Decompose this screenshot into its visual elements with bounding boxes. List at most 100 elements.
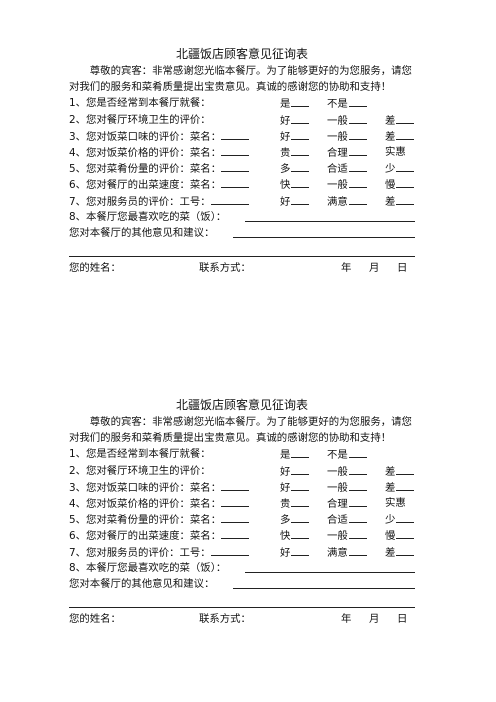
option-2[interactable]: 一般 [327, 128, 367, 145]
answer-blank[interactable] [291, 527, 310, 540]
dish-name-blank[interactable] [221, 479, 250, 491]
option-3[interactable]: 实惠 [385, 145, 406, 158]
favorite-dish-input[interactable] [245, 209, 415, 222]
answer-blank[interactable] [291, 95, 310, 108]
answer-blank[interactable] [396, 128, 415, 140]
answer-blank[interactable] [291, 144, 310, 156]
option-1[interactable]: 好 [280, 544, 310, 561]
form-intro: 尊敬的宾客：非常感谢您光临本餐厅。为了能够更好的为您服务，请您对我们的服务和菜肴… [69, 65, 412, 94]
answer-blank[interactable] [348, 511, 367, 524]
option-3[interactable]: 差 [385, 479, 415, 496]
option-2[interactable]: 满意 [327, 193, 367, 210]
answer-blank[interactable] [396, 193, 415, 205]
dish-name-blank[interactable] [221, 176, 250, 189]
option-1[interactable]: 贵 [280, 495, 310, 512]
answer-blank[interactable] [348, 527, 367, 540]
answer-blank[interactable] [396, 112, 415, 124]
option-2[interactable]: 满意 [327, 544, 367, 561]
option-1[interactable]: 好 [280, 479, 310, 496]
dish-name-blank[interactable] [221, 144, 250, 156]
answer-blank[interactable] [291, 479, 310, 491]
staff-number-blank[interactable] [210, 544, 249, 556]
option-no[interactable]: 不是 [327, 95, 367, 112]
option-3[interactable]: 差 [385, 128, 415, 145]
answer-blank[interactable] [348, 144, 367, 156]
answer-blank[interactable] [348, 446, 367, 459]
answer-blank[interactable] [396, 160, 415, 173]
favorite-dish-input[interactable] [245, 560, 415, 573]
answer-blank[interactable] [348, 112, 367, 124]
option-3[interactable]: 差 [385, 544, 415, 561]
option-1[interactable]: 好 [280, 463, 310, 480]
option-yes[interactable]: 是 [280, 446, 310, 463]
answer-blank[interactable] [291, 495, 310, 507]
option-yes[interactable]: 是 [280, 95, 310, 112]
answer-blank[interactable] [396, 511, 415, 524]
option-2[interactable]: 合理 [327, 144, 367, 161]
answer-blank[interactable] [348, 95, 367, 108]
option-1[interactable]: 贵 [280, 144, 310, 161]
answer-blank[interactable] [291, 160, 310, 173]
answer-blank[interactable] [348, 463, 367, 475]
suggestions-extra-line[interactable] [69, 592, 415, 609]
option-3[interactable]: 差 [385, 193, 415, 210]
answer-blank[interactable] [291, 193, 310, 205]
option-3[interactable]: 实惠 [385, 496, 406, 509]
dish-name-blank[interactable] [221, 128, 250, 140]
option-3[interactable]: 慢 [385, 527, 415, 544]
question-7: 7、您对服务员的评价：工号： 好 满意 差 [69, 544, 415, 560]
option-3[interactable]: 慢 [385, 176, 415, 193]
option-2[interactable]: 合适 [327, 160, 367, 177]
answer-blank[interactable] [396, 479, 415, 491]
answer-blank[interactable] [291, 511, 310, 524]
answer-blank[interactable] [348, 479, 367, 491]
answer-blank[interactable] [291, 463, 310, 475]
suggestions-extra-line[interactable] [69, 241, 415, 258]
answer-blank[interactable] [396, 544, 415, 556]
option-1[interactable]: 快 [280, 527, 310, 544]
form-title: 北疆饭店顾客意见征询表 [175, 47, 308, 61]
staff-number-blank[interactable] [210, 193, 249, 205]
signature-row: 您的姓名： 联系方式： 年 月 日 [69, 260, 415, 278]
answer-blank[interactable] [348, 128, 367, 140]
option-2[interactable]: 一般 [327, 527, 367, 544]
option-1[interactable]: 好 [280, 193, 310, 210]
answer-blank[interactable] [291, 446, 310, 459]
answer-blank[interactable] [291, 112, 310, 124]
answer-blank[interactable] [291, 544, 310, 556]
answer-blank[interactable] [291, 176, 310, 189]
option-2[interactable]: 一般 [327, 479, 367, 496]
answer-blank[interactable] [291, 128, 310, 140]
option-2[interactable]: 一般 [327, 463, 367, 480]
option-no[interactable]: 不是 [327, 446, 367, 463]
answer-blank[interactable] [396, 527, 415, 540]
answer-blank[interactable] [348, 495, 367, 507]
answer-blank[interactable] [396, 463, 415, 475]
option-2[interactable]: 一般 [327, 176, 367, 193]
option-2[interactable]: 合适 [327, 511, 367, 528]
option-3[interactable]: 差 [385, 463, 415, 480]
suggestions-input[interactable] [233, 225, 415, 238]
option-3[interactable]: 少 [385, 511, 415, 528]
option-1[interactable]: 快 [280, 176, 310, 193]
answer-blank[interactable] [348, 544, 367, 556]
answer-blank[interactable] [348, 176, 367, 189]
dish-name-blank[interactable] [221, 495, 250, 507]
option-3[interactable]: 差 [385, 112, 415, 129]
option-1[interactable]: 好 [280, 112, 310, 129]
answer-blank[interactable] [348, 193, 367, 205]
option-1[interactable]: 多 [280, 160, 310, 177]
survey-form-2: 北疆饭店顾客意见征询表 尊敬的宾客：非常感谢您光临本餐厅。为了能够更好的为您服务… [69, 397, 415, 629]
dish-name-blank[interactable] [221, 511, 250, 524]
option-3[interactable]: 少 [385, 160, 415, 177]
option-1[interactable]: 好 [280, 128, 310, 145]
option-1[interactable]: 多 [280, 511, 310, 528]
option-2[interactable]: 合理 [327, 495, 367, 512]
answer-blank[interactable] [396, 176, 415, 189]
dish-name-blank[interactable] [221, 160, 250, 173]
suggestions-input[interactable] [233, 576, 415, 589]
question-text: 6、您对餐厅的出菜速度：菜名： [69, 530, 222, 543]
option-2[interactable]: 一般 [327, 112, 367, 129]
dish-name-blank[interactable] [221, 527, 250, 540]
answer-blank[interactable] [348, 160, 367, 173]
